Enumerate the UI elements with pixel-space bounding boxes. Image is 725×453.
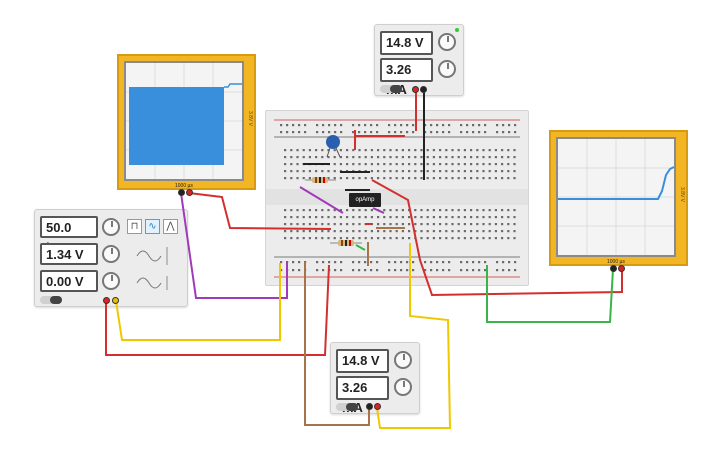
breadboard-holes [266, 119, 528, 278]
function-generator-offset-knob[interactable] [102, 272, 120, 290]
oscilloscope-left-volt-label: 3.8V V [247, 111, 253, 127]
wire-yellow-function-generator[interactable] [115, 263, 281, 341]
function-generator-amplitude-display: 1.34 V [40, 243, 98, 265]
offset-wave-icon [136, 276, 168, 290]
oscilloscope-right-negative-terminal[interactable] [610, 265, 617, 272]
oscilloscope-right[interactable]: 3.8V V 1000 µs [549, 130, 688, 266]
oscilloscope-left-negative-terminal[interactable] [178, 189, 185, 196]
function-generator-amplitude-knob[interactable] [102, 245, 120, 263]
sine-wave-button[interactable]: ∿ [145, 219, 160, 234]
square-wave-button[interactable]: ⊓ [127, 219, 142, 234]
wire-purple-scope-left[interactable] [180, 192, 288, 299]
function-generator[interactable]: 50.0 kHz 1.34 V 0.00 V ⊓ ∿ ⋀ [34, 209, 188, 307]
oscilloscope-right-screen [556, 137, 676, 257]
power-supply-bottom[interactable]: 14.8 V 3.26 mA [330, 342, 420, 415]
power-supply-bottom-positive-terminal[interactable] [374, 403, 381, 410]
function-generator-offset-display: 0.00 V [40, 270, 98, 292]
power-supply-top-voltage-knob[interactable] [438, 33, 456, 51]
wire-brown-bottom-supply[interactable] [304, 262, 370, 426]
opamp-chip[interactable]: opAmp [349, 193, 381, 207]
function-generator-power-switch[interactable] [40, 296, 62, 304]
oscilloscope-right-volt-label: 3.8V V [679, 187, 685, 203]
triangle-wave-button[interactable]: ⋀ [163, 219, 178, 234]
function-generator-negative-terminal[interactable] [112, 297, 119, 304]
amplitude-wave-icon [136, 247, 168, 265]
power-supply-bottom-negative-terminal[interactable] [366, 403, 373, 410]
oscilloscope-right-time-label: 1000 µs [607, 259, 625, 265]
oscilloscope-right-positive-terminal[interactable] [618, 265, 625, 272]
power-supply-top-current-knob[interactable] [438, 60, 456, 78]
wire-red-scope-left[interactable] [188, 192, 332, 230]
oscilloscope-left-trace-band [129, 87, 224, 165]
oscilloscope-left-time-label: 1000 µs [175, 183, 193, 189]
wire-green-scope-right[interactable] [486, 265, 614, 323]
power-supply-bottom-power-switch[interactable] [336, 403, 358, 411]
wire-red-function-generator[interactable] [105, 264, 330, 356]
power-supply-top-positive-terminal[interactable] [412, 86, 419, 93]
power-supply-top-power-switch[interactable] [380, 85, 402, 93]
power-supply-top[interactable]: 14.8 V 3.26 mA [374, 24, 464, 97]
function-generator-frequency-display: 50.0 kHz [40, 216, 98, 255]
oscilloscope-left-positive-terminal[interactable] [186, 189, 193, 196]
function-generator-positive-terminal[interactable] [103, 297, 110, 304]
wire-red-scope-right[interactable] [371, 179, 623, 297]
breadboard[interactable]: opAmp [265, 110, 529, 286]
power-supply-top-led-icon [455, 28, 459, 32]
oscilloscope-left-trace [224, 83, 242, 88]
oscilloscope-right-graph [558, 139, 674, 255]
oscilloscope-left[interactable]: 3.8V V 1000 µs [117, 54, 256, 190]
power-supply-bottom-voltage-display: 14.8 V [336, 349, 389, 373]
oscilloscope-left-graph [126, 63, 242, 179]
power-supply-bottom-current-display: 3.26 mA [336, 376, 389, 415]
power-supply-bottom-current-knob[interactable] [394, 378, 412, 396]
oscilloscope-left-screen [124, 61, 244, 181]
power-supply-top-negative-terminal[interactable] [420, 86, 427, 93]
wire-yellow-bottom-supply[interactable] [376, 243, 452, 429]
power-supply-bottom-voltage-knob[interactable] [394, 351, 412, 369]
oscilloscope-right-trace [558, 166, 674, 200]
power-supply-top-current-display: 3.26 mA [380, 58, 433, 97]
power-supply-top-voltage-display: 14.8 V [380, 31, 433, 55]
function-generator-frequency-knob[interactable] [102, 218, 120, 236]
